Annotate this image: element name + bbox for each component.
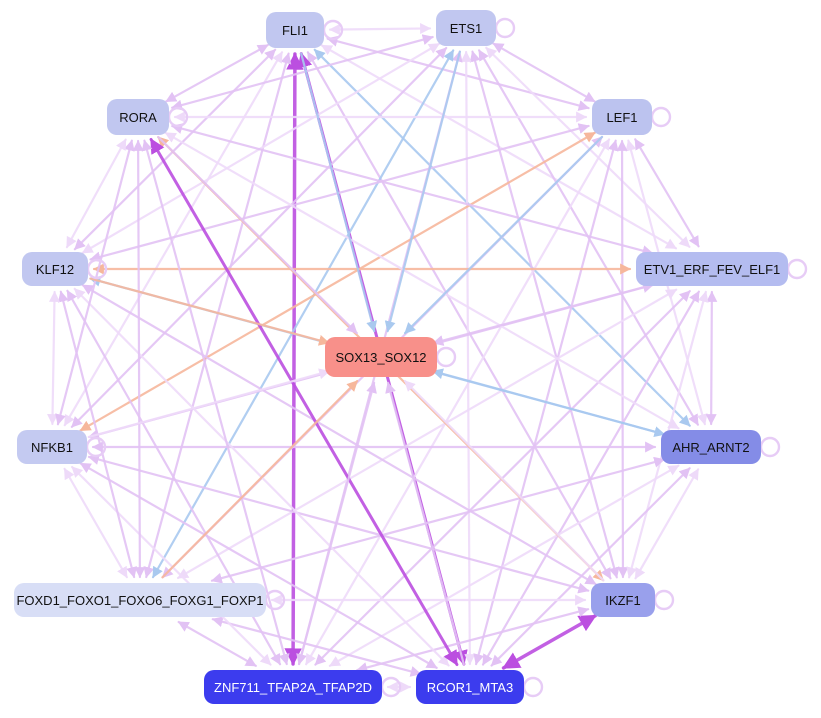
- node-rora[interactable]: RORA: [107, 99, 169, 135]
- self-loop-lef1[interactable]: [650, 106, 672, 128]
- node-ets1[interactable]: ETS1: [436, 10, 496, 46]
- edge-rcor1-sox13[interactable]: [385, 381, 465, 666]
- edge-lef1-klf12[interactable]: [89, 123, 590, 263]
- edge-nfkb1-klf12[interactable]: [47, 290, 60, 426]
- edge-fli1-znf711[interactable]: [284, 52, 304, 666]
- self-loop-foxd1[interactable]: [264, 589, 286, 611]
- edge-rora-sox13[interactable]: [157, 135, 358, 335]
- edge-ets1-rcor1[interactable]: [460, 50, 476, 666]
- node-ahr[interactable]: AHR_ARNT2: [661, 430, 761, 464]
- self-loop-nfkb1[interactable]: [85, 436, 107, 458]
- edge-lef1-sox13[interactable]: [403, 135, 604, 335]
- edge-znf711-sox13[interactable]: [298, 381, 377, 666]
- self-loop-sox13[interactable]: [435, 346, 457, 368]
- self-loop-klf12[interactable]: [86, 258, 108, 280]
- edge-nfkb1-sox13[interactable]: [87, 368, 331, 439]
- edge-ikzf1-sox13[interactable]: [403, 379, 605, 582]
- node-rcor1[interactable]: RCOR1_MTA3: [416, 670, 524, 704]
- edge-ikzf1-klf12[interactable]: [81, 284, 597, 586]
- node-klf12[interactable]: KLF12: [22, 252, 88, 286]
- edge-ets1-ahr[interactable]: [477, 49, 700, 426]
- edge-ets1-foxd1[interactable]: [151, 49, 455, 579]
- self-loop-rora[interactable]: [167, 106, 189, 128]
- self-loop-etv1[interactable]: [786, 258, 808, 280]
- self-loop-ahr[interactable]: [759, 436, 781, 458]
- edge-foxd1-rora[interactable]: [132, 139, 146, 579]
- edge-rcor1-nfkb1[interactable]: [79, 462, 438, 669]
- node-nfkb1[interactable]: NFKB1: [17, 430, 87, 464]
- edge-fli1-sox13[interactable]: [300, 52, 378, 333]
- edge-ahr-sox13[interactable]: [431, 368, 666, 436]
- edge-fli1-klf12[interactable]: [73, 48, 277, 251]
- self-loop-znf711[interactable]: [380, 676, 402, 698]
- node-znf711[interactable]: ZNF711_TFAP2A_TFAP2D: [204, 670, 382, 704]
- node-lef1[interactable]: LEF1: [592, 99, 652, 135]
- node-fli1[interactable]: FLI1: [266, 12, 324, 48]
- node-foxd1[interactable]: FOXD1_FOXO1_FOXO6_FOXG1_FOXP1: [14, 583, 266, 617]
- edge-fli1-lef1[interactable]: [326, 35, 590, 111]
- edge-klf12-sox13[interactable]: [89, 277, 330, 346]
- edge-ets1-rora[interactable]: [171, 34, 434, 111]
- edge-rcor1-foxd1[interactable]: [211, 616, 422, 677]
- node-etv1[interactable]: ETV1_ERF_FEV_ELF1: [636, 252, 788, 286]
- edge-fli1-foxd1[interactable]: [143, 52, 292, 579]
- self-loop-ikzf1[interactable]: [653, 589, 675, 611]
- edge-lef1-znf711[interactable]: [305, 138, 611, 666]
- node-ikzf1[interactable]: IKZF1: [591, 583, 655, 617]
- edge-ets1-lef1[interactable]: [492, 42, 596, 103]
- edge-ahr-rora[interactable]: [164, 131, 680, 430]
- edge-etv1-ahr[interactable]: [705, 290, 718, 426]
- edge-ets1-sox13[interactable]: [384, 50, 461, 333]
- edge-lef1-nfkb1[interactable]: [79, 131, 596, 432]
- edge-etv1-foxd1[interactable]: [176, 288, 678, 580]
- edge-ikzf1-rcor1[interactable]: [501, 613, 598, 670]
- edge-fli1-ets1[interactable]: [328, 23, 432, 35]
- edge-etv1-sox13[interactable]: [432, 283, 654, 346]
- self-loop-rcor1[interactable]: [522, 676, 544, 698]
- self-loop-ets1[interactable]: [494, 17, 516, 39]
- edge-klf12-rora[interactable]: [65, 138, 127, 249]
- self-loop-fli1[interactable]: [322, 19, 344, 41]
- edge-foxd1-sox13[interactable]: [161, 379, 359, 579]
- node-sox13[interactable]: SOX13_SOX12: [325, 337, 437, 377]
- edge-ets1-klf12[interactable]: [81, 42, 441, 254]
